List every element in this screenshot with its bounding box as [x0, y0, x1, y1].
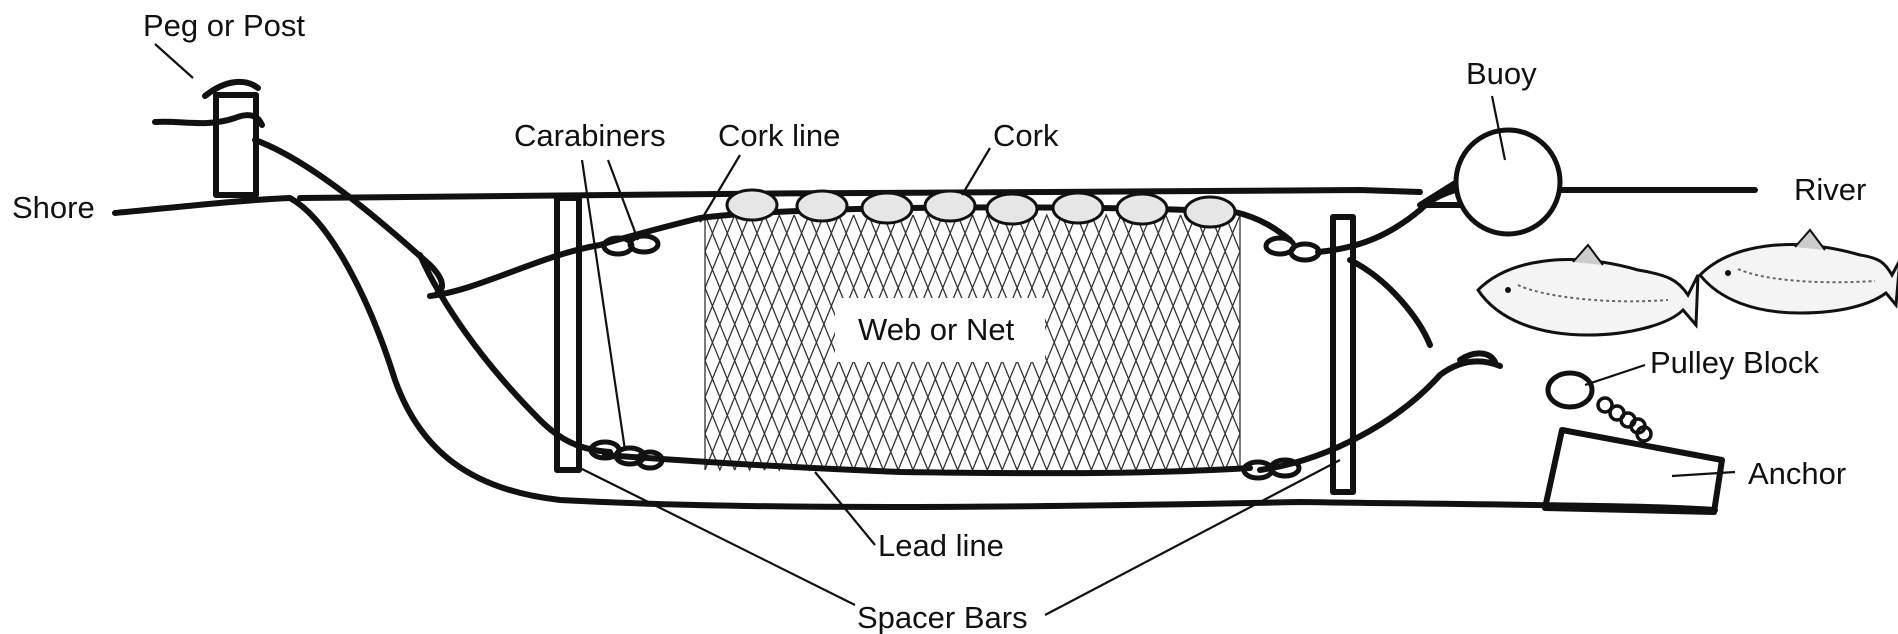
left-spacer-bar	[554, 195, 582, 473]
carabiners	[588, 233, 1322, 481]
cork-line-rope	[597, 204, 1293, 248]
shore-to-cork-line	[427, 242, 603, 299]
shore-profile	[112, 195, 1718, 513]
label-lead-line: Lead line	[878, 528, 1004, 563]
cork-float	[860, 191, 914, 225]
cork-float	[985, 192, 1039, 226]
carabiner-top-left-2	[627, 233, 661, 255]
cork-float	[1183, 195, 1237, 229]
cork-float	[1115, 192, 1169, 226]
cork-float	[923, 189, 977, 223]
cork-line-leader	[699, 154, 741, 223]
cork-leader	[961, 147, 991, 196]
label-pulley-block: Pulley Block	[1650, 345, 1819, 380]
label-web-or-net: Web or Net	[858, 312, 1015, 347]
label-carabiners: Carabiners	[514, 118, 666, 153]
water-surface	[297, 187, 1423, 201]
right-spacer-bar	[1330, 214, 1356, 495]
pulley-leader	[1584, 363, 1646, 387]
label-anchor: Anchor	[1748, 456, 1846, 491]
cork-float	[1051, 191, 1105, 225]
spacer-bars-leader-left	[579, 467, 856, 606]
buoy-leader	[1490, 95, 1507, 161]
cork-float	[725, 188, 779, 222]
cork-floats	[725, 188, 1237, 229]
label-cork: Cork	[993, 118, 1059, 153]
anchor-block	[1542, 427, 1725, 515]
label-peg-or-post: Peg or Post	[143, 8, 305, 43]
label-spacer-bars: Spacer Bars	[857, 600, 1028, 634]
carabiners-leader-top	[606, 159, 640, 241]
cork-float	[795, 189, 849, 223]
right-bar-anchor-line	[1347, 257, 1433, 348]
post-tie-line	[252, 137, 445, 298]
label-buoy: Buoy	[1466, 56, 1537, 91]
carabiner-bottom-left-2	[613, 445, 647, 467]
pulley-block	[1457, 350, 1653, 443]
web-label-box	[835, 298, 1045, 362]
carabiners-leader-bottom	[580, 159, 627, 451]
carabiner-bottom-left-3	[635, 449, 665, 471]
fish-left-icon	[1476, 243, 1700, 337]
leader-lines	[579, 95, 1736, 616]
label-shore: Shore	[12, 190, 95, 225]
peg-post	[152, 43, 265, 198]
label-cork-line: Cork line	[718, 118, 840, 153]
buoy	[1417, 127, 1563, 237]
lead-line-rope	[602, 452, 1253, 477]
right-bar-to-pulley-line	[1257, 358, 1503, 473]
anchor-leader	[1671, 470, 1736, 478]
label-river: River	[1794, 172, 1866, 207]
net-mesh-edges	[704, 215, 1241, 470]
spacer-bars-leader-right	[1044, 459, 1341, 616]
fish-right-icon	[1697, 228, 1898, 315]
peg-leader-line	[154, 43, 194, 79]
carabiner-top-right-2	[1288, 241, 1322, 263]
lead-line-leader	[814, 471, 876, 546]
